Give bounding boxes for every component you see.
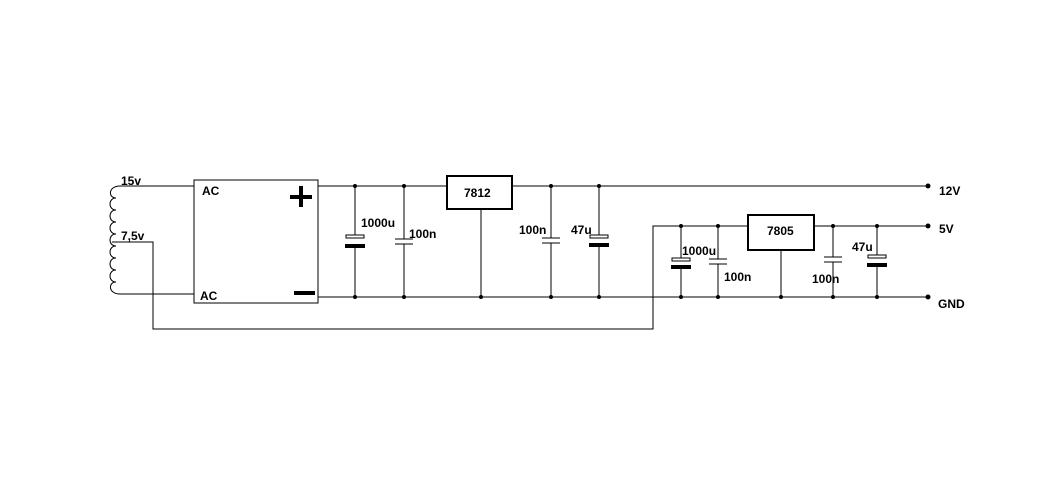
tap-15v-label: 15v — [121, 174, 141, 188]
output-gnd-label: GND — [938, 297, 965, 311]
cap-100n-5v-in-label: 100n — [724, 270, 751, 284]
terminal-12v — [925, 183, 931, 189]
cap-100n-12v-out — [542, 186, 560, 297]
tap-7-5v-label: 7,5v — [121, 229, 145, 243]
rectifier-ac-top-label: AC — [202, 184, 220, 198]
cap-47u-12v-label: 47u — [571, 223, 592, 237]
cap-100n-5v-in — [709, 226, 727, 297]
terminal-gnd — [925, 294, 931, 300]
regulator-7812 — [446, 175, 513, 210]
cap-1000u-5v — [671, 226, 691, 297]
cap-100n-12v-in — [395, 186, 413, 297]
cap-1000u-12v-label: 1000u — [361, 216, 395, 230]
regulator-7805 — [747, 214, 815, 251]
cap-47u-12v — [589, 186, 609, 297]
cap-100n-5v-out-label: 100n — [812, 272, 839, 286]
regulator-7812-label: 7812 — [464, 186, 491, 200]
output-5v-label: 5V — [939, 222, 954, 236]
regulator-7805-label: 7805 — [767, 224, 794, 238]
output-12v-label: 12V — [939, 184, 960, 198]
wire-7-5v-tap — [112, 225, 748, 330]
junction-dots — [353, 184, 879, 299]
bridge-rectifier — [193, 179, 319, 304]
cap-100n-12v-out-label: 100n — [519, 223, 546, 237]
cap-1000u-12v — [345, 186, 365, 297]
terminal-5v — [925, 223, 931, 229]
transformer-coil — [109, 185, 121, 295]
cap-47u-5v-label: 47u — [852, 240, 873, 254]
cap-1000u-5v-label: 1000u — [682, 244, 716, 258]
cap-47u-5v — [867, 226, 887, 297]
cap-100n-5v-out — [824, 226, 842, 297]
rectifier-ac-bottom-label: AC — [200, 289, 218, 303]
rectifier-plus-icon — [290, 186, 312, 207]
cap-100n-12v-in-label: 100n — [409, 227, 436, 241]
